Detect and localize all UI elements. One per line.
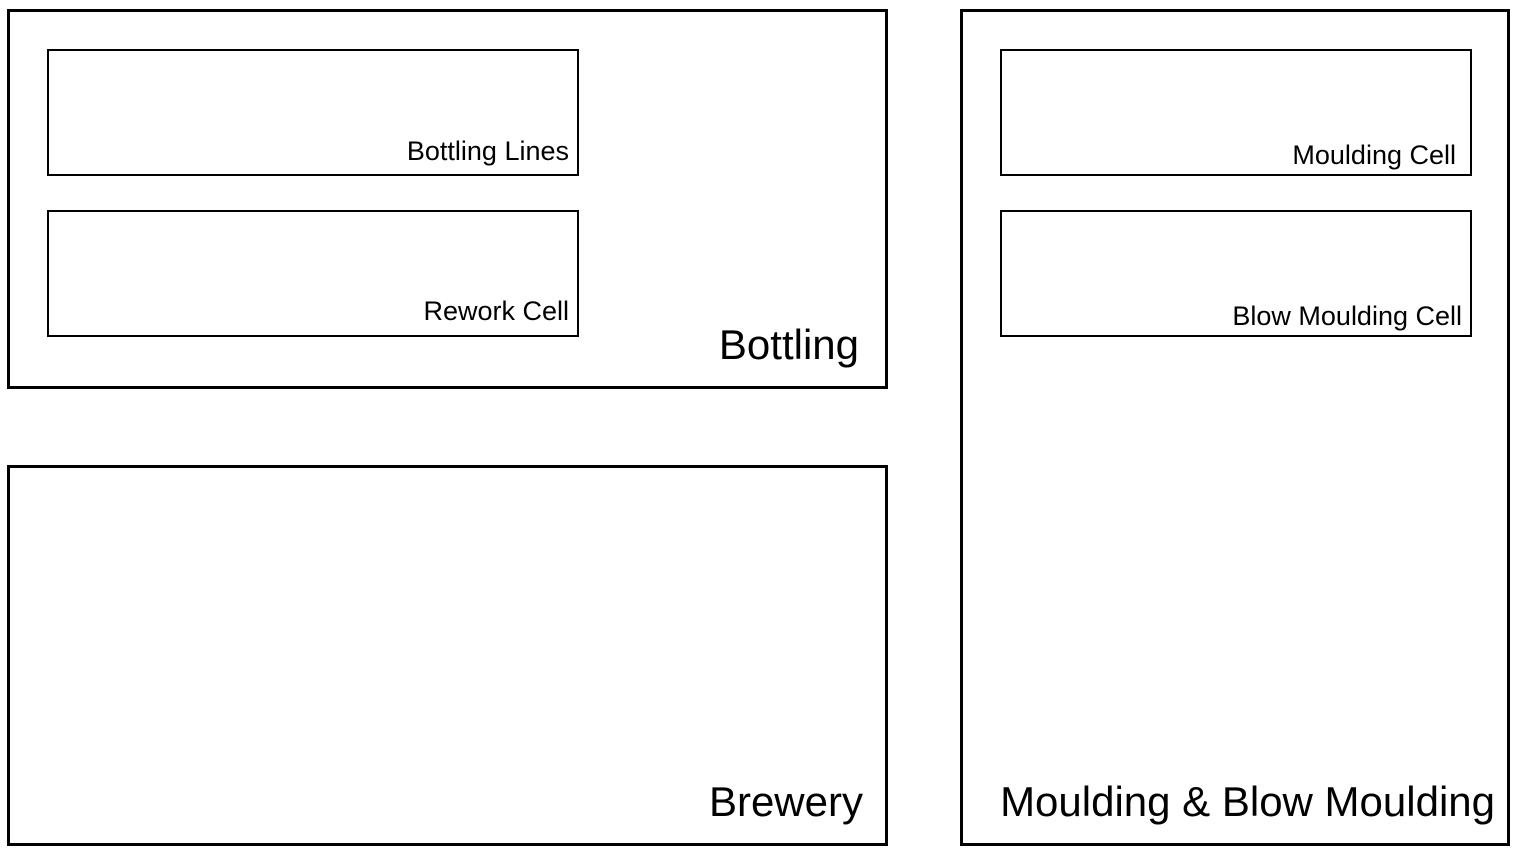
- area-bottling[interactable]: Bottling Lines Rework Cell Bottling: [7, 9, 888, 389]
- area-label-brewery: Brewery: [708, 778, 863, 825]
- cell-label-bottling-lines: Bottling Lines: [406, 136, 569, 166]
- cell-label-rework: Rework Cell: [423, 296, 569, 326]
- area-brewery[interactable]: Brewery: [7, 465, 888, 846]
- area-label-bottling: Bottling: [718, 321, 859, 368]
- cell-blow-moulding[interactable]: Blow Moulding Cell: [1000, 210, 1472, 337]
- cell-label-moulding: Moulding Cell: [1292, 140, 1456, 170]
- cell-moulding[interactable]: Moulding Cell: [1000, 49, 1472, 176]
- cell-label-blow-moulding: Blow Moulding Cell: [1232, 301, 1462, 331]
- cell-rework[interactable]: Rework Cell: [47, 210, 579, 337]
- cell-bottling-lines[interactable]: Bottling Lines: [47, 49, 579, 176]
- area-moulding-blow-moulding[interactable]: Moulding Cell Blow Moulding Cell Mouldin…: [960, 9, 1510, 846]
- area-label-moulding-blow-moulding: Moulding & Blow Moulding: [1000, 778, 1495, 825]
